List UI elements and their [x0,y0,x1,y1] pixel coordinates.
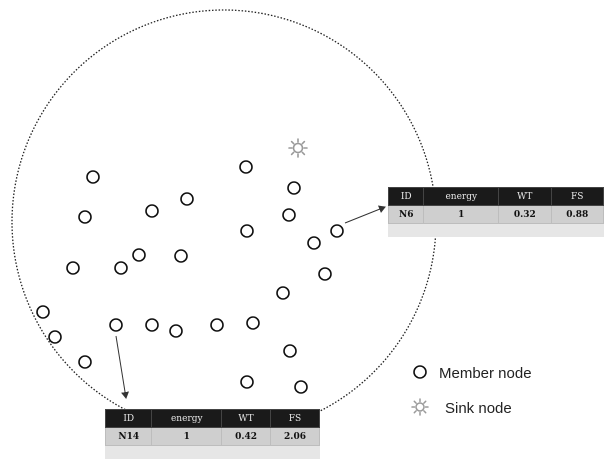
member-node [282,208,296,222]
table-cell-wt: 0.32 [498,205,552,224]
table-cell-id: N14 [104,427,153,446]
member-node [240,375,254,389]
table-header-wt: WT [221,409,272,428]
member-node [109,318,123,332]
table-cell-energy: 1 [423,205,500,224]
legend-sink-label: Sink node [445,400,512,417]
table-cell-fs: 2.06 [270,427,320,446]
member-node [318,267,332,281]
pointer-arrow-n14 [115,335,129,399]
member-node [78,210,92,224]
table-header-wt: WT [498,187,552,206]
member-node [145,318,159,332]
member-node [36,305,50,319]
member-node [307,236,321,250]
node-table-n6: ID energy WT FS N6 1 0.32 0.88 [387,187,605,237]
member-node [287,181,301,195]
node-table-n14: ID energy WT FS N14 1 0.42 2.06 [104,409,320,459]
member-node [66,261,80,275]
table-header-energy: energy [151,409,223,428]
table-header-id: ID [104,409,153,428]
coverage-boundary [11,9,437,435]
member-node [48,330,62,344]
member-node [114,261,128,275]
sink-node [288,138,308,158]
member-node [330,224,344,238]
member-node [169,324,183,338]
member-node [283,344,297,358]
member-node [240,224,254,238]
member-node [78,355,92,369]
member-nodes [36,160,344,394]
member-node [86,170,100,184]
member-node-legend-icon [413,365,427,379]
table-cell-wt: 0.42 [221,427,272,446]
sink-node-legend-icon [411,398,429,416]
table-header-fs: FS [270,409,320,428]
table-cell-fs: 0.88 [550,205,605,224]
sun-gear-icon [288,138,308,158]
table-cell-id: N6 [387,205,425,224]
member-node [132,248,146,262]
table-header-id: ID [387,187,425,206]
member-node [239,160,253,174]
table-header-energy: energy [423,187,500,206]
table-cell-energy: 1 [151,427,223,446]
table-header-fs: FS [550,187,605,206]
member-node [145,204,159,218]
member-node [174,249,188,263]
member-node [180,192,194,206]
legend: Member node Sink node [411,365,532,417]
member-node [276,286,290,300]
member-node [294,380,308,394]
legend-member-label: Member node [439,365,532,382]
pointer-arrow-n6 [344,205,386,224]
member-node [246,316,260,330]
member-node [210,318,224,332]
